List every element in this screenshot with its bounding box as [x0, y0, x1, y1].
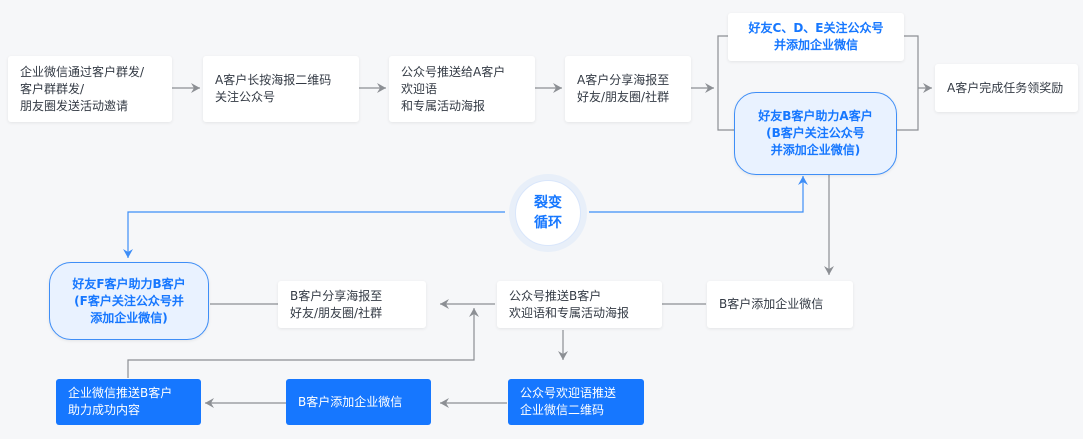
node-b-add-wecom-2: B客户添加企业微信	[286, 379, 431, 425]
node-friend-b-help: 好友B客户助力A客户 (B客户关注公众号 并添加企业微信)	[734, 92, 897, 175]
fission-cycle-badge: 裂变 循环	[515, 180, 581, 246]
node-reward: A客户完成任务领奖励	[935, 64, 1078, 112]
node-step3: 公众号推送给A客户 欢迎语 和专属活动海报	[389, 56, 535, 122]
node-friends-cde: 好友C、D、E关注公众号 并添加企业微信	[728, 13, 904, 61]
branch-bracket-right	[897, 35, 919, 131]
node-oa-push-b: 公众号推送B客户 欢迎语和专属活动海报	[497, 281, 662, 328]
node-wecom-push-b: 企业微信推送B客户 助力成功内容	[56, 379, 201, 425]
cycle-line-left	[123, 211, 505, 258]
node-oa-welcome-qr: 公众号欢迎语推送 企业微信二维码	[508, 379, 644, 425]
edge-wecompush-loop	[127, 308, 479, 378]
node-step2: A客户长按海报二维码 关注公众号	[203, 56, 359, 122]
node-step1: 企业微信通过客户群发/ 客户群群发/ 朋友圈发送活动邀请	[8, 56, 172, 122]
node-step4: A客户分享海报至 好友/朋友圈/社群	[565, 56, 691, 122]
node-b-share: B客户分享海报至 好友/朋友圈/社群	[278, 281, 426, 328]
node-friend-f-help: 好友F客户助力B客户 (F客户关注公众号并 添加企业微信)	[49, 262, 209, 340]
node-b-add-wecom: B客户添加企业微信	[707, 281, 853, 328]
branch-bracket-left	[717, 35, 734, 131]
cycle-line-right	[589, 176, 808, 213]
